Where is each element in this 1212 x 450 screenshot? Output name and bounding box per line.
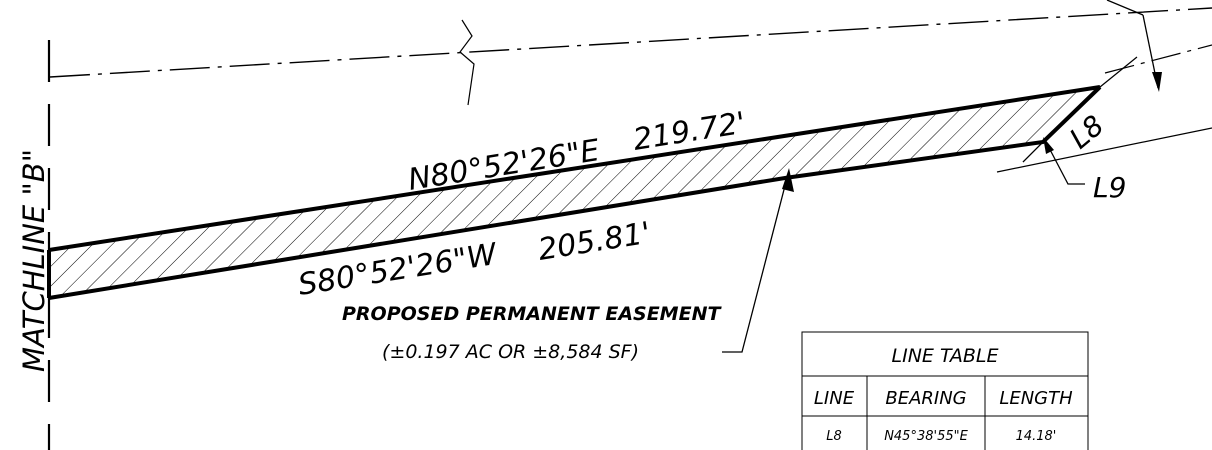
l9-arrowhead [1043,137,1054,154]
easement-north-boundary [48,85,1101,252]
line-table-header-line: LINE [814,388,855,409]
easement-leader-arrowhead [782,168,794,192]
break-line-symbol [459,19,475,106]
l9-label: L9 [1093,171,1126,204]
easement-title: PROPOSED PERMANENT EASEMENT [342,303,722,325]
l8-arrowhead [1152,72,1162,92]
easement-area: (±0.197 AC OR ±8,584 SF) [382,341,639,363]
south-length-label: 205.81' [536,216,653,268]
matchline-label: MATCHLINE "B" [17,149,51,372]
right-of-way-line [49,7,1212,78]
l9-leader [1045,141,1085,185]
easement-leader [722,177,788,353]
property-line-right [996,127,1212,173]
line-table-cell-line: L8 [826,429,842,444]
line-table-cell-length: 14.18' [1016,429,1057,444]
line-table-cell-bearing: N45°38'55"E [884,429,968,444]
line-table: LINE TABLE LINE BEARING LENGTH L8 N45°38… [801,331,1089,450]
line-table-header-bearing: BEARING [885,388,966,409]
property-line-right-dashed [1104,44,1212,74]
easement-hatch-area [49,87,1100,298]
line-table-title: LINE TABLE [892,345,999,367]
line-table-header-length: LENGTH [999,388,1073,409]
